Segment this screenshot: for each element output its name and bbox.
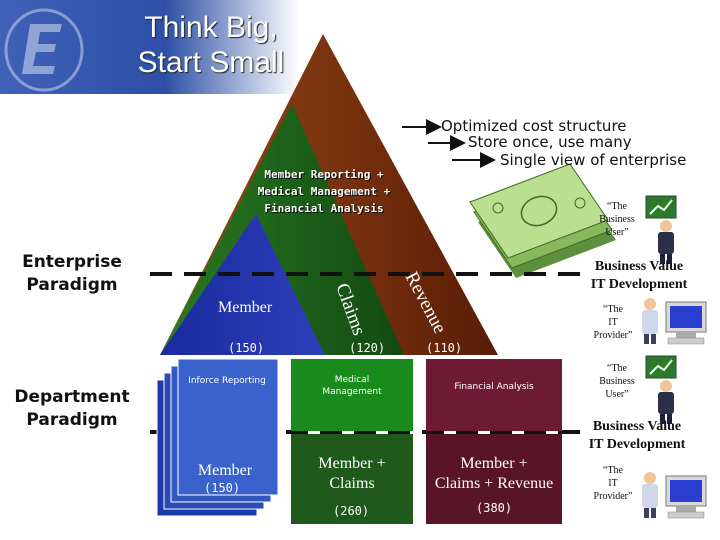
- mcr-line-1: Member +: [460, 455, 528, 472]
- benefit-single-view: Single view of enterprise: [500, 151, 687, 169]
- inforce-reporting-label: Inforce Reporting: [188, 376, 266, 386]
- pyramid-revenue-count: (110): [426, 341, 463, 355]
- business-user-label-bottom: “The Business User”: [588, 362, 646, 401]
- benefit-store: Store once, use many: [468, 133, 632, 151]
- member-card-count: (150): [204, 481, 241, 495]
- logo-e-icon: [4, 8, 84, 92]
- money-stack-icon: [469, 163, 616, 278]
- business-user-icon-bottom: [645, 355, 677, 424]
- member-claims-card: [291, 434, 413, 524]
- business-value-label-top: Business Value IT Development: [580, 258, 698, 294]
- bu-top-line-2: Business: [599, 214, 635, 225]
- bv-bottom-line-1: Business Value: [592, 419, 682, 434]
- it-provider-label-top: “The IT Provider”: [584, 303, 642, 342]
- bv-bottom-line-2: IT Development: [588, 437, 686, 452]
- bv-top-line-1: Business Value: [594, 259, 684, 274]
- medical-management-card: [291, 359, 413, 431]
- pyramid-member-count: (150): [228, 341, 265, 355]
- member-card-stack: [156, 358, 279, 517]
- member-claims-count: (260): [333, 504, 370, 518]
- bu-bottom-line-2: Business: [599, 376, 635, 387]
- it-top-line-1: “The: [603, 304, 623, 315]
- it-top-line-3: Provider”: [593, 330, 633, 341]
- it-provider-label-bottom: “The IT Provider”: [584, 464, 642, 503]
- it-bottom-line-1: “The: [603, 465, 623, 476]
- it-bottom-line-3: Provider”: [593, 491, 633, 502]
- department-paradigm-label: Department Paradigm: [4, 386, 140, 432]
- member-reporting-line-3: Financial Analysis: [264, 202, 384, 215]
- enterprise-line-1: Enterprise: [22, 252, 122, 272]
- mcr-line-2: Claims + Revenue: [434, 475, 554, 492]
- pyramid-member-label: Member: [218, 299, 273, 316]
- business-value-label-bottom: Business Value IT Development: [578, 418, 696, 454]
- member-claims-line-1: Member +: [318, 455, 386, 472]
- it-top-line-2: IT: [608, 317, 618, 328]
- benefit-cost: Optimized cost structure: [441, 117, 627, 135]
- department-line-2: Paradigm: [26, 410, 118, 430]
- department-line-1: Department: [14, 387, 130, 407]
- financial-analysis-label: Financial Analysis: [454, 382, 534, 392]
- member-claims-line-2: Claims: [329, 475, 375, 492]
- title-line-1: Think Big,: [144, 11, 278, 44]
- bu-bottom-line-1: “The: [607, 363, 627, 374]
- slide-title: Think Big, Start Small: [96, 10, 326, 80]
- it-bottom-line-2: IT: [608, 478, 618, 489]
- enterprise-paradigm-label: Enterprise Paradigm: [12, 251, 132, 297]
- member-claims-label: Member + Claims: [291, 454, 413, 494]
- member-reporting-line-2: Medical Management +: [257, 185, 391, 198]
- it-provider-icon-bottom: [642, 472, 707, 519]
- medical-management-label: Medical Management: [322, 375, 382, 397]
- business-user-label-top: “The Business User”: [588, 200, 646, 239]
- bu-bottom-line-3: User”: [605, 389, 629, 400]
- member-claims-revenue-card: [426, 434, 562, 524]
- enterprise-line-2: Paradigm: [26, 275, 118, 295]
- it-provider-icon-top: [642, 298, 707, 345]
- pyramid-member-layer: [160, 214, 325, 355]
- bu-top-line-3: User”: [605, 227, 629, 238]
- member-reporting-line-1: Member Reporting +: [264, 168, 384, 181]
- bv-top-line-2: IT Development: [590, 277, 688, 292]
- financial-analysis-card: [426, 359, 562, 431]
- member-reporting-label: Member Reporting + Medical Management + …: [236, 166, 412, 217]
- member-claims-revenue-count: (380): [476, 501, 513, 515]
- business-user-icon-top: [645, 195, 677, 264]
- title-line-2: Start Small: [137, 46, 285, 79]
- bu-top-line-1: “The: [607, 201, 627, 212]
- pyramid-claims-count: (120): [349, 341, 386, 355]
- member-claims-revenue-label: Member + Claims + Revenue: [422, 454, 566, 494]
- member-card-label: Member: [197, 462, 253, 479]
